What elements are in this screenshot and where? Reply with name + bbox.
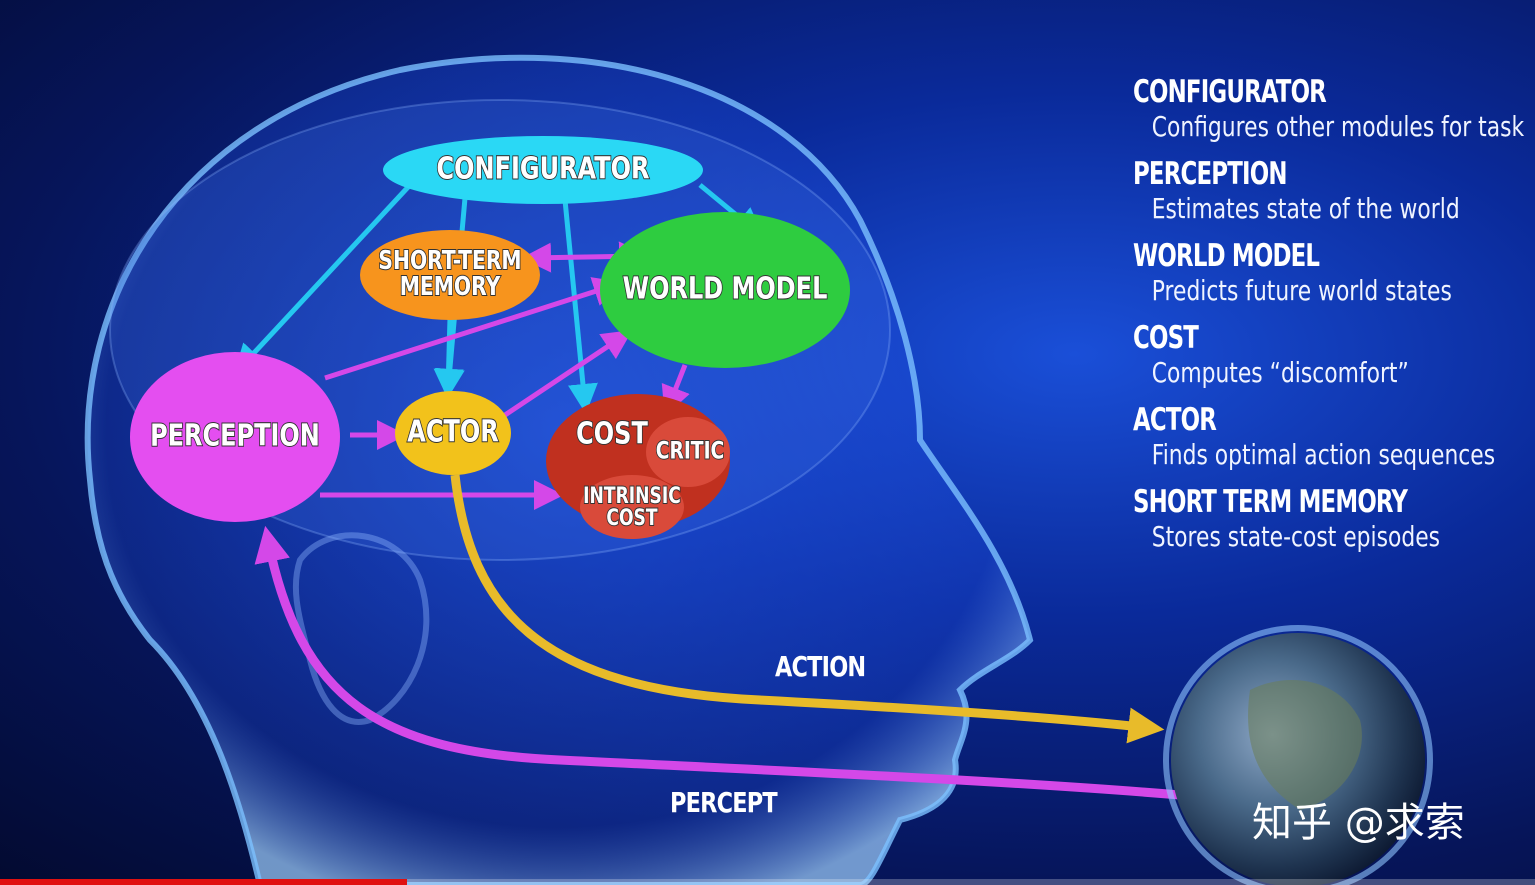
arrow-stm-actor [433, 317, 464, 399]
legend-title: SHORT TERM MEMORY [1133, 484, 1408, 520]
legend-desc: Computes “discomfort” [1151, 356, 1409, 389]
legend-item: ACTOR Finds optimal action sequences [1133, 402, 1533, 472]
arrow-config-cost [562, 199, 598, 414]
legend-desc: Predicts future world states [1151, 274, 1452, 307]
perception-node [130, 352, 340, 522]
legend-title: CONFIGURATOR [1133, 74, 1327, 110]
legend-title: ACTOR [1133, 402, 1217, 438]
world-model-label: WORLD MODEL [623, 272, 828, 306]
configurator-label: CONFIGURATOR [437, 152, 650, 186]
critic-label: CRITIC [656, 438, 725, 466]
short-term-memory-label-2: MEMORY [400, 272, 502, 302]
critic-node [646, 417, 730, 487]
video-progress-fill [0, 879, 407, 885]
legend-item: COST Computes “discomfort” [1133, 320, 1533, 390]
action-arrow [450, 474, 1165, 744]
legend-item: CONFIGURATOR Configures other modules fo… [1133, 74, 1533, 144]
legend-title: COST [1133, 320, 1199, 356]
legend-desc: Stores state-cost episodes [1151, 520, 1441, 553]
percept-label: PERCEPT [670, 786, 778, 819]
watermark: 知乎 @求索 [1252, 800, 1465, 846]
earth-glow [1163, 625, 1433, 885]
legend-item: WORLD MODEL Predicts future world states [1133, 238, 1533, 308]
configurator-node [383, 136, 703, 204]
legend-title: PERCEPTION [1133, 156, 1287, 192]
intrinsic-cost-label-1: INTRINSIC [583, 483, 681, 509]
action-label: ACTION [775, 650, 866, 683]
percept-arrow [254, 525, 1181, 800]
short-term-memory-label-1: SHORT-TERM [378, 246, 521, 276]
legend-panel: CONFIGURATOR Configures other modules fo… [1133, 74, 1533, 566]
legend-desc: Configures other modules for task [1151, 110, 1525, 143]
legend-item: PERCEPTION Estimates state of the world [1133, 156, 1533, 226]
legend-item: SHORT TERM MEMORY Stores state-cost epis… [1133, 484, 1533, 554]
arrow-perception-worldmodel [324, 277, 624, 381]
perception-label: PERCEPTION [150, 419, 320, 453]
arrow-actor-worldmodel [503, 330, 633, 418]
legend-desc: Estimates state of the world [1151, 192, 1460, 225]
earth-continent [1248, 680, 1362, 810]
legend-title: WORLD MODEL [1133, 238, 1320, 274]
short-term-memory-node [360, 230, 540, 320]
video-progress-bar[interactable] [0, 879, 1535, 885]
world-model-node [600, 212, 850, 368]
legend-desc: Finds optimal action sequences [1151, 438, 1496, 471]
intrinsic-cost-label-2: COST [606, 505, 658, 531]
cost-label: COST [576, 417, 648, 451]
intrinsic-cost-node [580, 475, 684, 539]
actor-label: ACTOR [407, 415, 498, 449]
arrow-config-perception [233, 183, 412, 375]
actor-node [395, 391, 511, 475]
